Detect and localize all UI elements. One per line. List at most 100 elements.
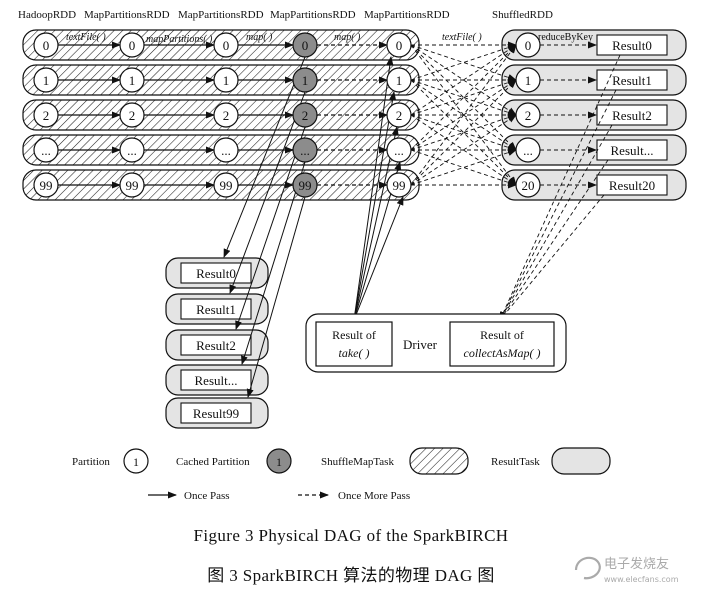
legend: Partition 1 Cached Partition 1 ShuffleMa… xyxy=(72,447,611,502)
header-mappartitionsrdd-3: MapPartitionsRDD xyxy=(270,9,356,21)
figure-caption-cn: 图 3 SparkBIRCH 算法的物理 DAG 图 xyxy=(207,566,495,585)
take-result-box xyxy=(180,262,252,284)
take-edge xyxy=(223,56,306,258)
partition-node xyxy=(119,32,145,58)
take-result-box xyxy=(180,334,252,356)
edge-label-textfile-1: textFile( ) xyxy=(66,32,106,43)
shuffle-edge xyxy=(410,79,517,116)
once-more-pass-edges xyxy=(410,41,621,321)
shuffle-result-box xyxy=(596,139,668,161)
partition-node-label: 0 xyxy=(43,38,50,53)
partition-node-label: 99 xyxy=(299,178,312,193)
take-result-label: Result0 xyxy=(196,266,236,281)
shuffled-partition-node xyxy=(515,172,541,198)
partition-node-label: 0 xyxy=(129,38,136,53)
shuffle-edge xyxy=(410,114,517,186)
partition-node-label: ... xyxy=(300,143,310,158)
partition-node-label: 0 xyxy=(302,38,309,53)
partition-node xyxy=(386,32,412,58)
shuffled-partition-label: 2 xyxy=(525,108,532,123)
partition-node-label: ... xyxy=(221,143,231,158)
collect-edge xyxy=(499,124,613,321)
partition-node xyxy=(33,137,59,163)
shuffle-result-label: Result0 xyxy=(612,38,652,53)
driver-box: Result of take( ) Driver Result of colle… xyxy=(305,313,567,373)
legend-shufflemap-icon xyxy=(409,447,469,475)
edge-labels: textFile( ) mapPartitions( ) map( ) map(… xyxy=(66,32,593,45)
take-result-box xyxy=(180,402,252,424)
shuffled-partition-label: 20 xyxy=(522,178,535,193)
cached-partition-node xyxy=(292,102,318,128)
shuffled-partition-label: 0 xyxy=(525,38,532,53)
shuffled-partition-node xyxy=(515,137,541,163)
shuffle-result-box xyxy=(596,104,668,126)
partition-node-label: 2 xyxy=(396,108,403,123)
figure-caption-en: Figure 3 Physical DAG of the SparkBIRCH xyxy=(193,526,509,545)
legend-cached-label: Cached Partition xyxy=(176,456,250,468)
driver-take-edge xyxy=(353,56,394,321)
partition-node xyxy=(119,172,145,198)
shuffle-edge xyxy=(410,149,517,186)
take-edge xyxy=(229,91,306,294)
shuffled-partition-label: ... xyxy=(523,143,533,158)
collect-result-box xyxy=(449,321,555,367)
shuffled-partition-label: 1 xyxy=(525,73,532,88)
partition-node xyxy=(119,102,145,128)
legend-partition-label: Partition xyxy=(72,456,110,468)
take-result-box xyxy=(180,298,252,320)
driver-label: Driver xyxy=(403,337,438,352)
shuffle-edge xyxy=(410,79,517,116)
partition-node-label: ... xyxy=(127,143,137,158)
take-edge xyxy=(246,196,306,398)
partition-node-label: 1 xyxy=(223,73,230,88)
take-edge xyxy=(235,126,306,330)
shuffle-edge xyxy=(410,79,517,186)
partition-node xyxy=(386,172,412,198)
edge-label-mappartitions: mapPartitions( ) xyxy=(146,34,213,45)
legend-resulttask-label: ResultTask xyxy=(491,456,540,468)
partition-node xyxy=(33,67,59,93)
partition-node xyxy=(119,67,145,93)
legend-cached-sample: 1 xyxy=(276,455,282,469)
header-hadooprdd: HadoopRDD xyxy=(18,9,76,21)
shuffle-edge xyxy=(410,114,517,151)
once-pass-edges xyxy=(58,41,404,398)
partition-node xyxy=(33,32,59,58)
header-shuffledrdd: ShuffledRDD xyxy=(492,9,553,21)
partition-node xyxy=(213,32,239,58)
partition-node xyxy=(386,137,412,163)
cached-partition-node xyxy=(292,172,318,198)
legend-shufflemap-label: ShuffleMapTask xyxy=(321,456,394,468)
watermark-text: 电子发烧友 xyxy=(604,556,669,572)
take-result-label: Result2 xyxy=(196,338,236,353)
partition-node-label: 99 xyxy=(126,178,139,193)
cached-partition-node xyxy=(292,137,318,163)
partition-node-label: 2 xyxy=(43,108,50,123)
edge-label-map-2: map( ) xyxy=(334,32,361,43)
partition-node xyxy=(33,102,59,128)
shuffle-edge xyxy=(410,44,517,81)
partition-node-label: 1 xyxy=(396,73,403,88)
partition-node xyxy=(213,137,239,163)
partition-node-label: 1 xyxy=(302,73,309,88)
shuffled-partition-node xyxy=(515,67,541,93)
cached-partition-node xyxy=(292,67,318,93)
edge-label-map-1: map( ) xyxy=(246,32,273,43)
partition-node-label: 99 xyxy=(393,178,406,193)
header-mappartitionsrdd-1: MapPartitionsRDD xyxy=(84,9,170,21)
watermark-url: www.elecfans.com xyxy=(604,575,679,584)
shuffle-result-label: Result1 xyxy=(612,73,652,88)
shuffle-edge xyxy=(410,44,517,151)
shuffle-edge xyxy=(410,114,517,151)
shuffle-result-box xyxy=(596,69,668,91)
partition-node-label: 0 xyxy=(396,38,403,53)
partition-node-label: 1 xyxy=(43,73,50,88)
edge-label-textfile-2: textFile( ) xyxy=(442,32,482,43)
partition-node-label: 99 xyxy=(40,178,53,193)
watermark-logo-icon xyxy=(574,556,601,580)
shuffle-result-label: Result... xyxy=(611,143,654,158)
shuffle-edge xyxy=(410,44,517,186)
